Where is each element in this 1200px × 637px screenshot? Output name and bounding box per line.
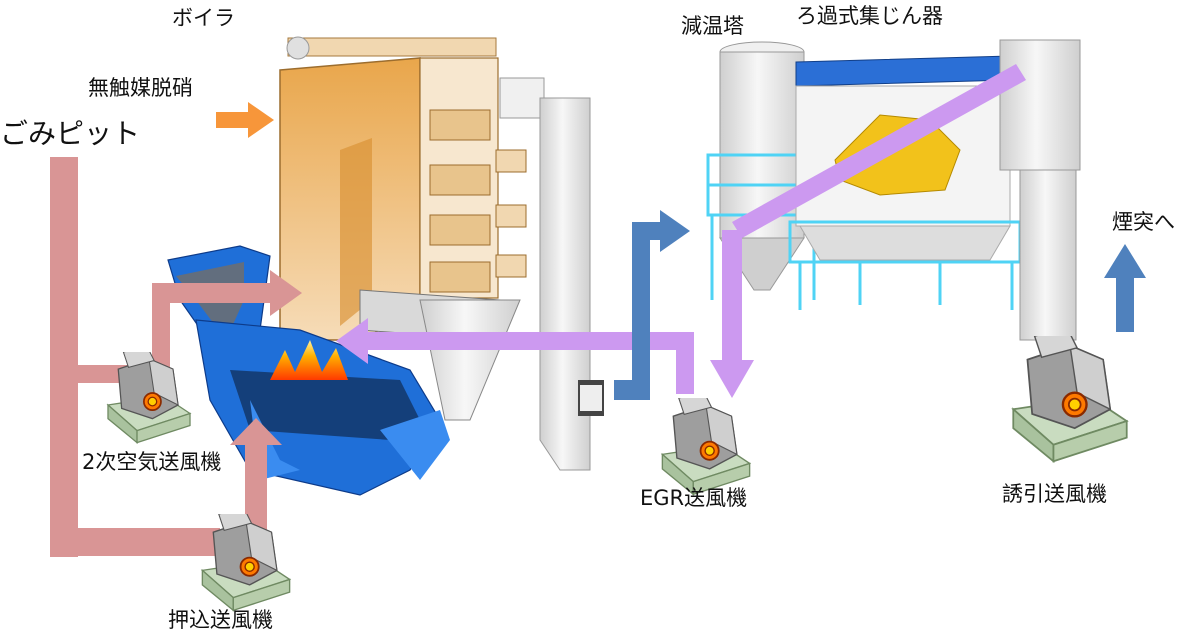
reagent-arrow: [216, 102, 274, 138]
boiler: [279, 36, 527, 421]
egr-fan-label: EGR送風機: [640, 486, 748, 510]
induced-fan-label: 誘引送風機: [1002, 482, 1107, 506]
egr-flow-arrows: [336, 64, 1026, 398]
forced-fan-label: 押込送風機: [168, 608, 273, 632]
bag-filter-label: ろ過式集じん器: [796, 4, 943, 28]
egr-fan: [661, 398, 751, 496]
air-flow-arrows: [50, 157, 302, 557]
boiler-label: ボイラ: [172, 6, 235, 30]
induced-draft-fan: [1011, 336, 1129, 463]
cooling-tower-label: 減温塔: [681, 14, 744, 38]
bag-filter: [788, 39, 1081, 341]
secondary-fan-label: 2次空気送風機: [82, 450, 222, 474]
denitration-label: 無触媒脱硝: [88, 76, 193, 100]
to-stack-label: 煙突へ: [1112, 210, 1175, 234]
secondary-air-fan: [107, 352, 191, 444]
refuse-pit-label: ごみピット: [0, 117, 141, 150]
gas-flow-arrows: [614, 210, 1146, 400]
boiler-exit-duct: [499, 77, 604, 471]
forced-draft-fan: [201, 514, 291, 612]
